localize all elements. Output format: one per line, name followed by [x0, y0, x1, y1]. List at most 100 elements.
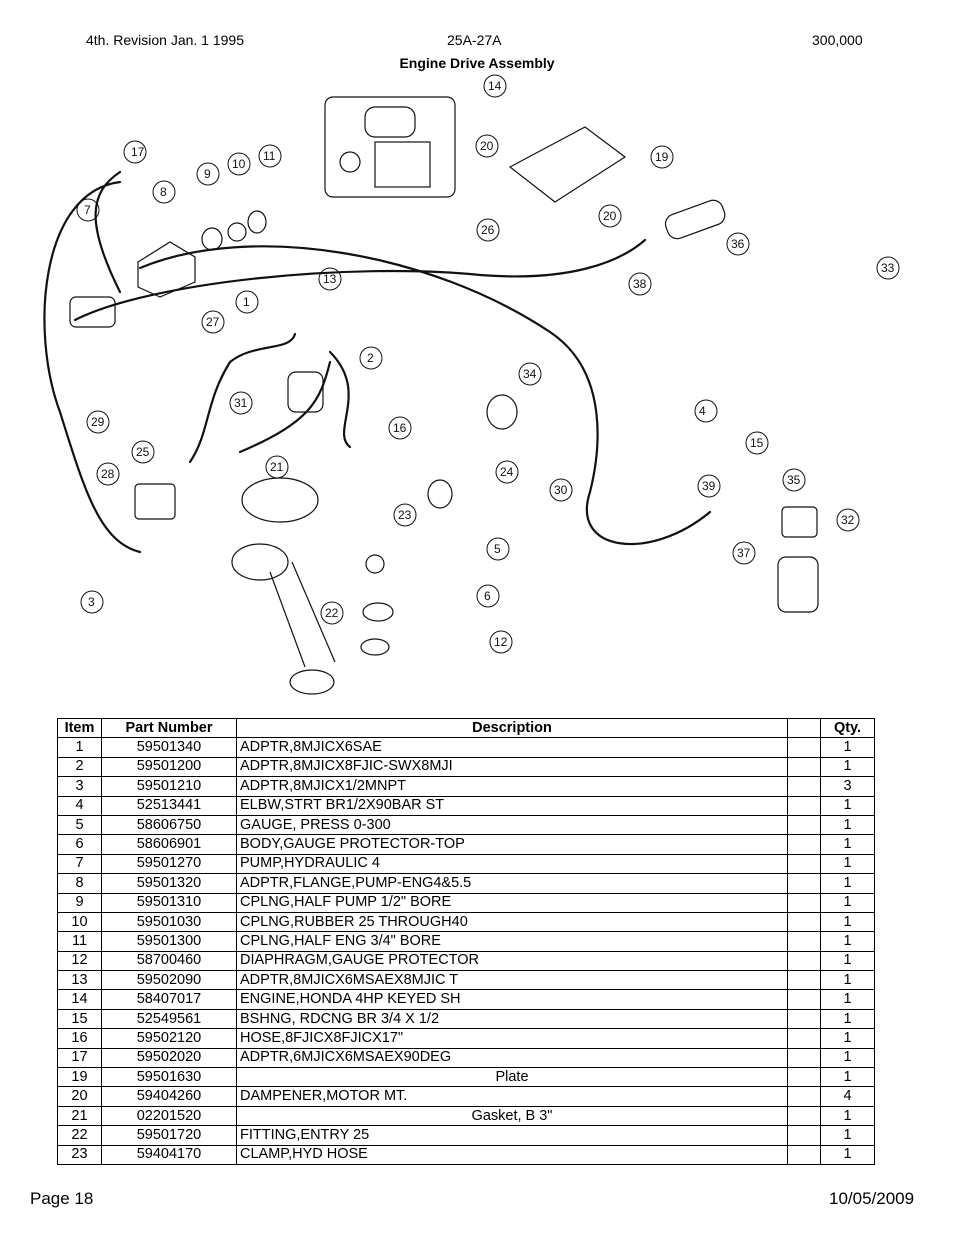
revision-label: 4th. Revision Jan. 1 1995 — [86, 32, 244, 48]
blank-cell — [787, 892, 821, 913]
blank-cell — [787, 1144, 821, 1165]
description-cell: ADPTR,FLANGE,PUMP-ENG4&5.5 — [236, 873, 788, 894]
part-number-cell: 58700460 — [101, 950, 237, 972]
page-title: Engine Drive Assembly — [399, 55, 555, 71]
item-cell: 2 — [57, 756, 102, 778]
blank-cell — [787, 795, 821, 816]
part-number-cell: 59501210 — [101, 776, 237, 797]
svg-text:33: 33 — [881, 261, 895, 275]
item-cell: 9 — [57, 892, 102, 913]
blank-cell — [787, 911, 821, 933]
blank-cell — [787, 950, 821, 972]
svg-text:12: 12 — [494, 635, 508, 649]
svg-text:20: 20 — [480, 139, 494, 153]
blank-cell — [787, 737, 821, 758]
svg-text:34: 34 — [523, 367, 537, 381]
blank-cell — [787, 814, 821, 836]
diaphragm-12 — [360, 638, 390, 656]
svg-text:15: 15 — [750, 436, 764, 450]
part-number-header: Part Number — [101, 717, 237, 739]
description-cell: ADPTR,8MJICX6MSAEX8MJIC T — [236, 970, 788, 991]
description-cell: ADPTR,8MJICX6SAE — [236, 737, 788, 758]
svg-text:19: 19 — [655, 150, 669, 164]
valve-25 — [134, 483, 176, 520]
blank-cell — [787, 834, 821, 855]
hose-34 — [138, 245, 712, 545]
description-cell: BODY,GAUGE PROTECTOR-TOP — [236, 834, 788, 855]
item-cell: 5 — [57, 814, 102, 836]
svg-text:20: 20 — [603, 209, 617, 223]
qty-cell: 1 — [820, 1028, 875, 1049]
svg-text:22: 22 — [325, 606, 339, 620]
hose-27 — [188, 332, 297, 464]
description-cell: ADPTR,8MJICX1/2MNPT — [236, 776, 788, 797]
hose-28 — [43, 170, 142, 554]
qty-cell: 1 — [820, 989, 875, 1010]
qty-cell: 1 — [820, 756, 875, 778]
description-cell: ENGINE,HONDA 4HP KEYED SH — [236, 989, 788, 1010]
blank-cell — [787, 970, 821, 991]
part-number-cell: 59404260 — [101, 1086, 237, 1107]
part-number-cell: 52513441 — [101, 795, 237, 816]
description-cell: FITTING,ENTRY 25 — [236, 1125, 788, 1146]
qty-cell: 1 — [820, 795, 875, 816]
coupling-11 — [247, 210, 267, 234]
blank-cell — [787, 776, 821, 797]
qty-cell: 1 — [820, 1067, 875, 1088]
description-cell: Gasket, B 3" — [236, 1105, 788, 1127]
item-cell: 6 — [57, 834, 102, 855]
qty-cell: 1 — [820, 892, 875, 913]
description-cell: CPLNG,HALF ENG 3/4" BORE — [236, 931, 788, 952]
item-cell: 13 — [57, 970, 102, 991]
pump-7 — [69, 296, 116, 328]
description-cell: ADPTR,8MJICX8FJIC-SWX8MJI — [236, 756, 788, 778]
part-number-cell: 59502090 — [101, 970, 237, 991]
qty-cell: 1 — [820, 911, 875, 933]
gasket-21 — [241, 477, 319, 523]
svg-text:11: 11 — [263, 149, 276, 163]
entry-22 — [231, 543, 289, 581]
qty-cell: 1 — [820, 737, 875, 758]
description-cell: ADPTR,6MJICX6MSAEX90DEG — [236, 1047, 788, 1069]
item-cell: 11 — [57, 931, 102, 952]
svg-text:2: 2 — [367, 351, 374, 365]
item-cell: 1 — [57, 737, 102, 758]
hose-26 — [73, 238, 647, 322]
description-header: Description — [236, 717, 788, 739]
qty-cell: 3 — [820, 776, 875, 797]
part-30 — [486, 394, 518, 430]
svg-text:8: 8 — [160, 185, 167, 199]
blank-cell — [787, 1067, 821, 1088]
description-cell: CPLNG,RUBBER 25 THROUGH40 — [236, 911, 788, 933]
svg-text:4: 4 — [699, 404, 706, 418]
item-cell: 22 — [57, 1125, 102, 1146]
item-cell: 14 — [57, 989, 102, 1010]
qty-cell: 1 — [820, 1144, 875, 1165]
item-cell: 10 — [57, 911, 102, 933]
qty-cell: 1 — [820, 950, 875, 972]
svg-text:29: 29 — [91, 415, 105, 429]
svg-text:25: 25 — [136, 445, 150, 459]
item-cell: 4 — [57, 795, 102, 816]
description-cell: CLAMP,HYD HOSE — [236, 1144, 788, 1165]
svg-text:35: 35 — [787, 473, 801, 487]
svg-text:3: 3 — [88, 595, 95, 609]
description-cell: BSHNG, RDCNG BR 3/4 X 1/2 — [236, 1008, 788, 1030]
part-number-cell: 59501030 — [101, 911, 237, 933]
part-number-cell: 52549561 — [101, 1008, 237, 1030]
